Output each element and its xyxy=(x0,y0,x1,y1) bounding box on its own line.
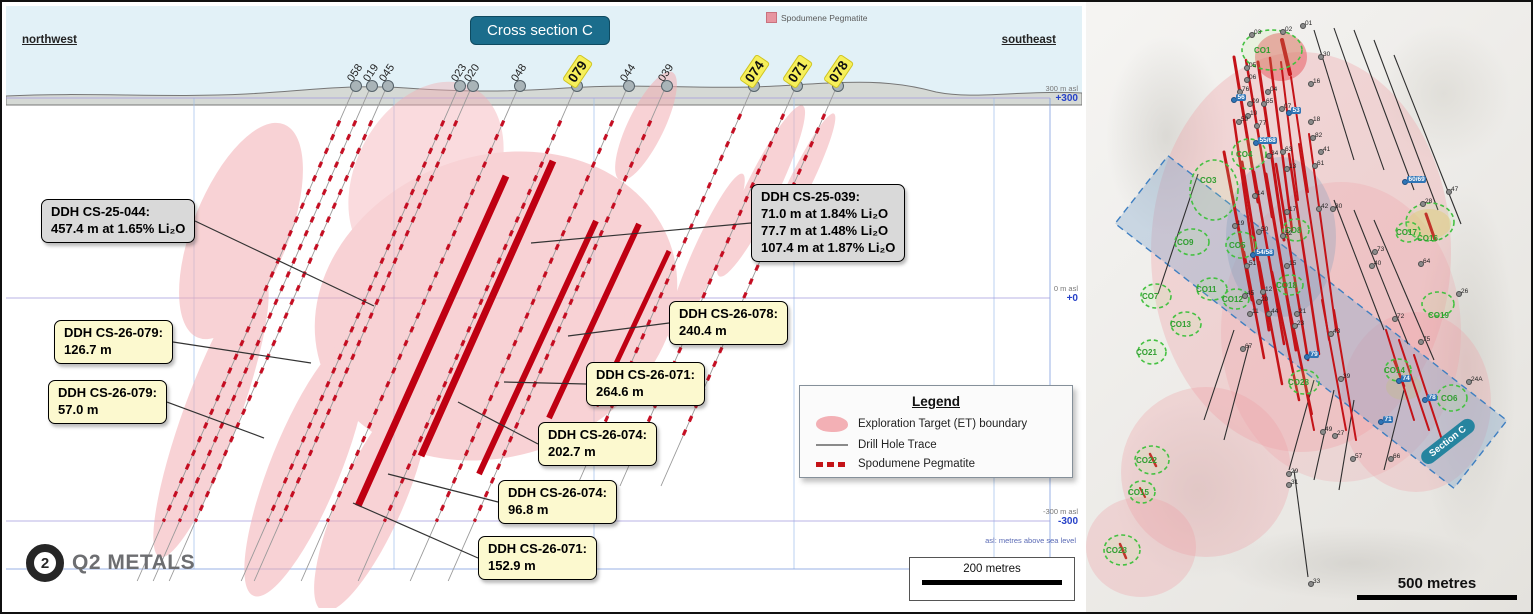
southeast-label: southeast xyxy=(1001,34,1056,46)
target-ellipse xyxy=(1140,283,1172,309)
target-ellipse xyxy=(1134,445,1170,475)
top-mini-legend: Spodumene Pegmatite xyxy=(766,12,867,23)
target-ellipse xyxy=(1288,369,1320,395)
target-label: CO3 xyxy=(1200,176,1217,185)
target-label: CO19 xyxy=(1428,311,1449,320)
drillhole-traces xyxy=(136,85,838,582)
blob-swatch-icon xyxy=(816,416,848,432)
target-label: CO15 xyxy=(1128,488,1149,497)
map-scale-label: 500 metres xyxy=(1397,575,1477,592)
map-scale-rule xyxy=(1357,595,1517,600)
target-ellipse xyxy=(1421,291,1455,317)
target-label: CO22 xyxy=(1136,456,1157,465)
target-label: CO1 xyxy=(1254,46,1271,55)
target-ellipse xyxy=(1137,339,1167,365)
target-label: CO12 xyxy=(1222,295,1243,304)
target-label: CO9 xyxy=(1177,238,1194,247)
target-label: CO6 xyxy=(1441,394,1458,403)
company-logo: 2 Q2 METALS xyxy=(26,544,195,582)
target-ellipse xyxy=(1103,534,1141,566)
target-label: CO16 xyxy=(1417,234,1438,243)
top-mini-legend-label: Spodumene Pegmatite xyxy=(781,12,868,23)
asl-note: asl: metres above sea level xyxy=(985,536,1076,545)
legend-item-label: Exploration Target (ET) boundary xyxy=(858,418,1028,430)
q2-logo-icon: 2 xyxy=(26,544,64,582)
target-ellipse xyxy=(1276,274,1304,296)
section-title-badge: Cross section C xyxy=(470,16,610,45)
map-target-ellipses: CO1CO3CO4CO5CO8CO9CO7CO11CO12CO13CO16CO1… xyxy=(1103,29,1468,566)
target-label: CO14 xyxy=(1384,366,1405,375)
logo-text: Q2 METALS xyxy=(72,551,196,574)
scale-bar-label: 200 metres xyxy=(963,563,1021,575)
map-pegmatite-traces xyxy=(1118,38,1443,560)
target-label: CO28 xyxy=(1288,378,1309,387)
target-ellipse xyxy=(1395,221,1421,243)
plan-map-graphic: CO1CO3CO4CO5CO8CO9CO7CO11CO12CO13CO16CO1… xyxy=(1086,27,1508,597)
target-label: CO13 xyxy=(1170,320,1191,329)
legend-item: Drill Hole Trace xyxy=(816,439,1056,451)
target-ellipse xyxy=(1241,29,1303,71)
target-ellipse xyxy=(1405,202,1455,242)
scale-bar-rule xyxy=(922,580,1062,585)
target-ellipse xyxy=(1128,480,1156,504)
map-et-overlay xyxy=(1086,33,1491,597)
target-label: CO17 xyxy=(1396,228,1417,237)
line-swatch-icon xyxy=(816,444,848,446)
target-ellipse xyxy=(1174,228,1210,256)
target-ellipse xyxy=(1225,231,1257,259)
legend-item: Spodumene Pegmatite xyxy=(816,458,1056,470)
target-label: CO4 xyxy=(1236,150,1253,159)
scale-bar: 200 metres xyxy=(909,557,1075,601)
target-label: CO11 xyxy=(1196,285,1217,294)
target-ellipse xyxy=(1189,159,1239,221)
pegmatite-swatch-icon xyxy=(766,12,777,23)
target-label: CO23 xyxy=(1106,546,1127,555)
target-label: CO7 xyxy=(1142,292,1159,301)
target-ellipse xyxy=(1196,277,1228,301)
legend-title: Legend xyxy=(911,394,960,409)
map-drillhole-traces xyxy=(1157,27,1462,578)
legend-item: Exploration Target (ET) boundary xyxy=(816,416,1056,432)
target-ellipse xyxy=(1282,218,1310,242)
target-label: CO5 xyxy=(1229,241,1246,250)
dash-swatch-icon xyxy=(816,461,848,467)
map-scale-bar: 500 metres xyxy=(1357,575,1517,600)
cross-section-graphic xyxy=(6,71,1082,608)
target-label: CO21 xyxy=(1136,348,1157,357)
callout-leader-lines xyxy=(166,220,752,559)
legend-item-label: Drill Hole Trace xyxy=(858,439,937,451)
legend-item-label: Spodumene Pegmatite xyxy=(858,458,975,470)
logo-mark: 2 xyxy=(40,554,50,572)
target-label: CO8 xyxy=(1285,226,1302,235)
exploration-target-blobs xyxy=(153,71,836,608)
target-ellipse xyxy=(1170,311,1202,337)
terrain-surface xyxy=(6,81,1082,106)
target-label: CO18 xyxy=(1276,281,1297,290)
northwest-label: northwest xyxy=(22,34,77,46)
